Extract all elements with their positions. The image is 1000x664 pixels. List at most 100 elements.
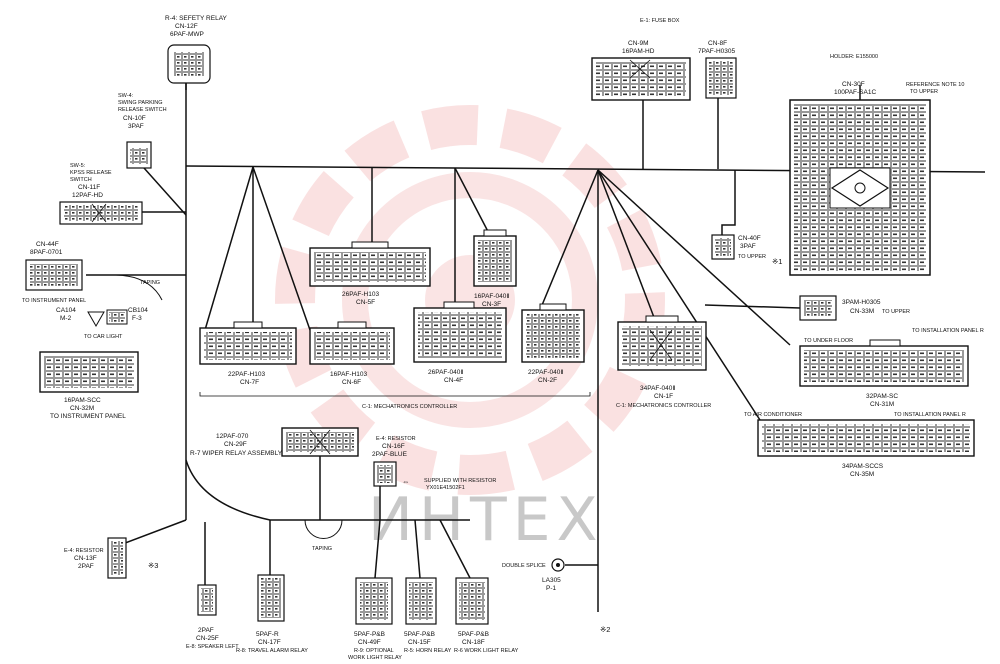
label-cn18f-line3: R-6 WORK LIGHT RELAY: [454, 648, 519, 654]
label-cn18f-line1: 5PAF-P&B: [458, 631, 489, 638]
label-controller-left: C-1: MECHATRONICS CONTROLLER: [362, 404, 457, 410]
label-sw5-line1: SW-5:: [70, 163, 86, 169]
connector-cn8f: [705, 57, 737, 99]
connector-cn30f: [789, 99, 931, 276]
label-cn49f-line4: WORK LIGHT RELAY: [348, 655, 402, 661]
label-cn25f-line3: E-8: SPEAKER LEFT: [186, 644, 239, 650]
label-e4b-line2: CN-13F: [74, 555, 97, 562]
connector-cn40f: [711, 234, 735, 260]
label-cn17f-line2: CN-17F: [258, 639, 281, 646]
label-e4b-line1: E-4: RESISTOR: [64, 548, 104, 554]
connector-cn3f: [473, 229, 517, 287]
connector-cn44f: [25, 259, 83, 291]
label-supplied-line1: SUPPLIED WITH RESISTOR: [424, 478, 496, 484]
label-cn5f-line1: 26PAF-H103: [342, 291, 379, 298]
label-ca104-line1: CA104: [56, 307, 76, 314]
label-e4b-line3: 2PAF: [78, 563, 94, 570]
label-double-splice: DOUBLE SPLICE: [502, 563, 546, 569]
label-cn49f-line2: CN-49F: [358, 639, 381, 646]
label-ref-note-line2: TO UPPER: [910, 89, 938, 95]
label-cn6f-line2: CN-6F: [342, 379, 361, 386]
label-cn44f-line2: 8PAF-0701: [30, 249, 63, 256]
connector-cn32m: [39, 351, 139, 393]
label-cn33m-line3: TO UPPER: [882, 309, 910, 315]
label-r7-line2: CN-29F: [224, 441, 247, 448]
label-cn40f-line3: TO UPPER: [738, 254, 766, 260]
label-cn35m-line1: 34PAM-SCCS: [842, 463, 884, 470]
label-cn1f-line2: CN-1F: [654, 393, 673, 400]
connector-cb104: [106, 309, 128, 325]
label-e4-line2: CN-16F: [382, 443, 405, 450]
label-sw5-line2: KPSS RELEASE: [70, 170, 112, 176]
label-cn9m-line2: 16PAM-HD: [622, 48, 655, 55]
connector-cn10f: [126, 141, 152, 169]
label-cn49f-line1: 5PAF-P&B: [354, 631, 385, 638]
label-mark2: ※2: [600, 625, 610, 634]
harness-wires: [86, 80, 986, 612]
connector-cn6f: [309, 321, 395, 365]
label-cn32m-line1: 16PAM-SCC: [64, 397, 101, 404]
supply-arrow-icon: ⇔: [402, 477, 410, 486]
label-sw4-line5: 3PAF: [128, 123, 144, 130]
label-cn15f-line1: 5PAF-P&B: [404, 631, 435, 638]
connector-cn35m: [757, 419, 975, 457]
connector-cn17f: [257, 574, 285, 622]
label-cn8f-line2: 7PAF-H0305: [698, 48, 735, 55]
label-la305-line2: P-1: [546, 585, 557, 592]
label-cn17f-line3: R-8: TRAVEL ALARM RELAY: [236, 648, 308, 654]
label-r7-line1: 12PAF-070: [216, 433, 249, 440]
label-cb104-line1: CB104: [128, 307, 148, 314]
connector-cn9m: [591, 57, 691, 101]
connector-cn12f: [167, 44, 211, 84]
label-supplied-line2: YX01E41502F1: [426, 485, 465, 491]
label-cn49f-line3: R-9: OPTIONAL: [354, 648, 394, 654]
label-cn8f-line1: CN-8F: [708, 40, 727, 47]
label-cn40f-line1: CN-40F: [738, 235, 761, 242]
label-cn25f-line1: 2PAF: [198, 627, 214, 634]
label-taping-bottom: TAPING: [312, 546, 332, 552]
connector-cn2f: [521, 303, 585, 363]
label-e4-line1: E-4: RESISTOR: [376, 436, 416, 442]
splice-la305: [551, 558, 565, 572]
label-cn31m-line1: 32PAM-SC: [866, 393, 898, 400]
label-cn25f-line2: CN-25F: [196, 635, 219, 642]
label-cn32m-line3: TO INSTRUMENT PANEL: [50, 413, 126, 420]
label-cn32m-line2: CN-32M: [70, 405, 94, 412]
label-cn3f-line2: CN-3F: [482, 301, 501, 308]
connector-cn16f: [373, 461, 397, 487]
controller-bracket: [199, 392, 591, 397]
label-fusebox-title: E-1: FUSE BOX: [640, 18, 680, 24]
connector-cn25f: [197, 584, 217, 616]
label-cn35m-line2: CN-35M: [850, 471, 874, 478]
label-cb104-line2: F-3: [132, 315, 142, 322]
label-ca104-line2: M-2: [60, 315, 72, 322]
connector-cn31m: [799, 339, 969, 387]
connector-cn1f: [617, 315, 707, 371]
connector-cn5f: [309, 241, 431, 287]
label-la305-line1: LA305: [542, 577, 561, 584]
label-e4-line3: 2PAF-BLUE: [372, 451, 408, 458]
label-cn40f-line2: 3PAF: [740, 243, 756, 250]
label-sw5-line5: 12PAF-HD: [72, 192, 103, 199]
label-cn3f-line1: 16PAF-040Ⅱ: [474, 293, 510, 300]
label-holder: HOLDER: E155000: [830, 54, 878, 60]
label-cn30f-line2: 100PAF-SA1C: [834, 89, 876, 96]
label-cn2f-line2: CN-2F: [538, 377, 557, 384]
label-r4-line1: R-4: SEFETY RELAY: [165, 15, 228, 22]
label-cn4f-line2: CN-4F: [444, 377, 463, 384]
label-cn15f-line2: CN-15F: [408, 639, 431, 646]
label-cn2f-line1: 22PAF-040Ⅱ: [528, 369, 564, 376]
label-cn33m-line2: CN-33M: [850, 308, 874, 315]
label-cn33m-line1: 3PAM-H0305: [842, 299, 881, 306]
label-cn7f-line1: 22PAF-H103: [228, 371, 265, 378]
label-sw4-line1: SW-4:: [118, 93, 134, 99]
label-cn30f-line1: CN-30F: [842, 81, 865, 88]
label-cn18f-line2: CN-18F: [462, 639, 485, 646]
label-mark3: ※3: [148, 561, 158, 570]
label-to-under-floor: TO UNDER FLOOR: [804, 338, 853, 344]
label-cn15f-line3: R-5: HORN RELAY: [404, 648, 452, 654]
connector-cn11f: [59, 201, 143, 225]
label-cn44f-line1: CN-44F: [36, 241, 59, 248]
connector-cn49f: [355, 577, 393, 625]
label-sw5-line4: CN-11F: [78, 184, 100, 191]
